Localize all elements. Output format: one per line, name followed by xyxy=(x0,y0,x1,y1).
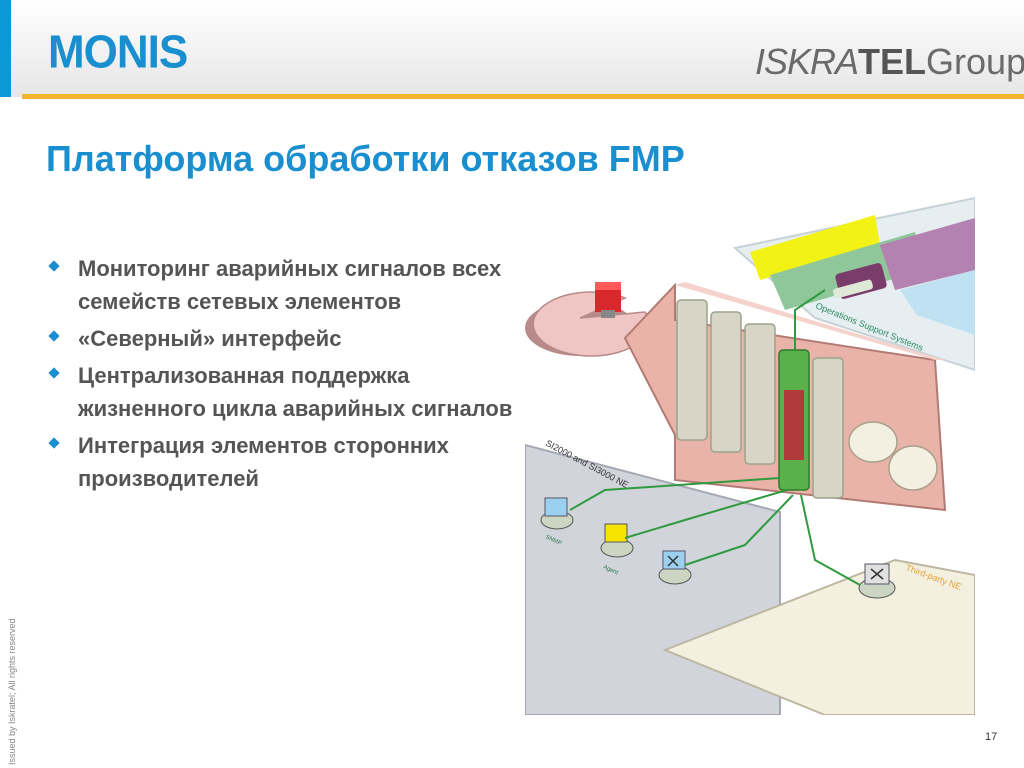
third-party-agent xyxy=(858,563,896,599)
diamond-bullet-icon xyxy=(48,260,60,272)
header-bar xyxy=(0,0,1024,97)
slide-title: Платформа обработки отказов FMP xyxy=(46,138,685,179)
left-accent-bar xyxy=(0,0,11,97)
fmp-architecture-diagram: Operations Support Systems SI2000 and SI… xyxy=(525,196,975,715)
diamond-bullet-icon xyxy=(48,330,60,342)
page-number: 17 xyxy=(985,731,998,743)
bullet-item: Мониторинг аварийных сигналов всех семей… xyxy=(48,252,518,318)
oss-board: Operations Support Systems xyxy=(732,196,975,372)
bullet-text: «Северный» интерфейс xyxy=(78,326,342,351)
bullet-item: Централизованная поддержка жизненного ци… xyxy=(48,359,518,425)
monis-logo: MONIS xyxy=(48,26,188,79)
diamond-bullet-icon xyxy=(48,367,60,379)
bullet-item: «Северный» интерфейс xyxy=(48,322,518,355)
diamond-bullet-icon xyxy=(48,437,60,449)
connection-lines xyxy=(569,289,861,586)
bullet-text: Централизованная поддержка жизненного ци… xyxy=(78,363,513,421)
third-party-platform: Third-party NE xyxy=(662,558,975,715)
bullet-item: Интеграция элементов сторонних производи… xyxy=(48,429,518,495)
bullet-list: Мониторинг аварийных сигналов всех семей… xyxy=(48,252,518,499)
oss-module-icon xyxy=(833,263,887,299)
header-rule xyxy=(22,94,1024,99)
bullet-text: Мониторинг аварийных сигналов всех семей… xyxy=(78,256,502,314)
copyright-note: Issued by Iskratel; All rights reserved xyxy=(7,618,17,765)
logo-part-1: ISKRA xyxy=(755,41,859,82)
bullet-text: Интеграция элементов сторонних производи… xyxy=(78,433,449,491)
iskratel-logo: ISKRATELGroup xyxy=(755,40,1024,90)
logo-part-3: Group xyxy=(926,41,1024,82)
agent-3 xyxy=(658,550,692,585)
console-pie xyxy=(525,282,650,357)
logo-part-2: TEL xyxy=(858,41,927,82)
fmp-chassis xyxy=(623,282,947,512)
